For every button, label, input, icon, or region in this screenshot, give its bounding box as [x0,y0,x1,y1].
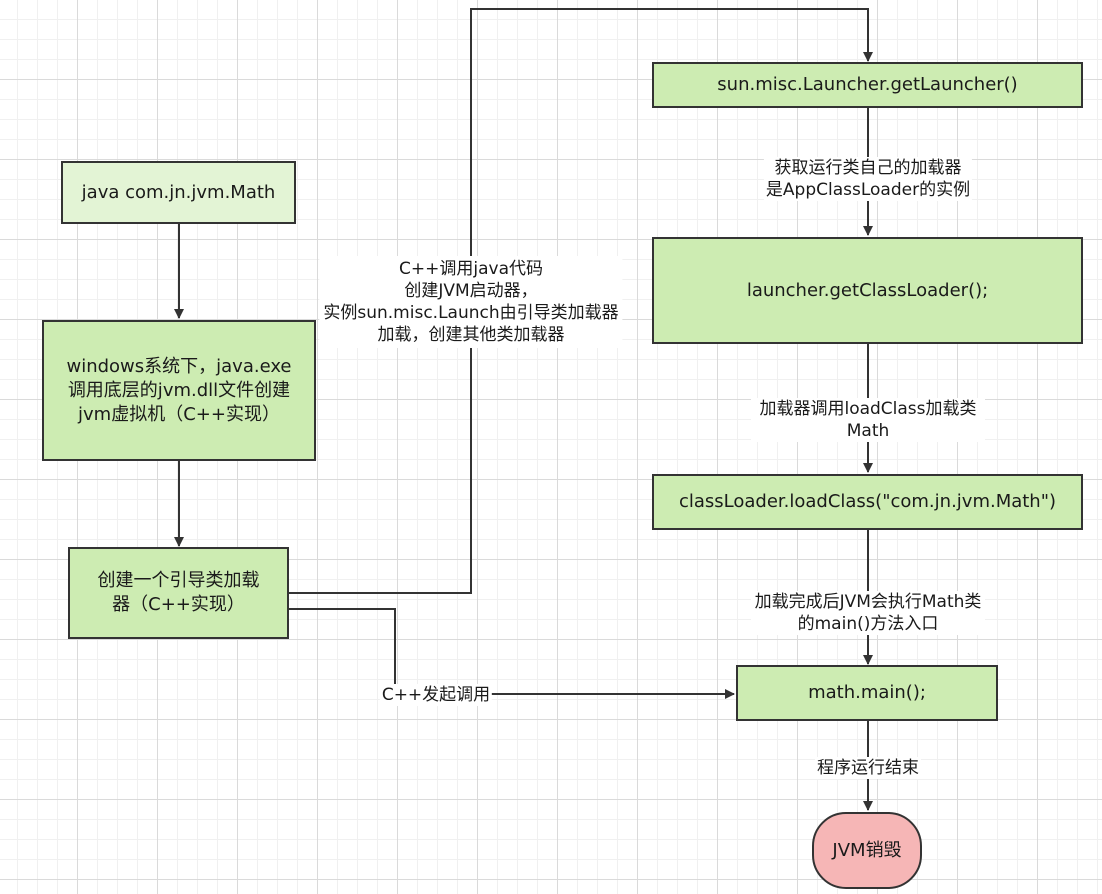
edge-label-cpp-invoke: C++发起调用 [379,684,493,706]
get-launcher-node: sun.misc.Launcher.getLauncher() [652,62,1083,108]
edge-bootstrap-to-main [289,608,735,699]
start-node: java com.jn.jvm.Math [61,161,296,224]
create-vm-node-label: windows系统下，java.exe 调用底层的jvm.dll文件创建 jvm… [66,355,292,425]
math-main-node-label: math.main(); [808,682,926,703]
edge-label-get-app-loader: 获取运行类自己的加载器 是AppClassLoader的实例 [763,157,973,201]
bootstrap-loader-node-label: 创建一个引导类加载 器（C++实现） [97,570,260,615]
get-launcher-node-label: sun.misc.Launcher.getLauncher() [717,74,1018,95]
edge-label-cpp-call-java: C++调用java代码 创建JVM启动器， 实例sun.misc.Launch由… [319,256,623,348]
edge-label-exec-main: 加载完成后JVM会执行Math类的main()方法入口 [751,591,985,635]
edge-bootstrap-to-launcher [289,8,873,594]
get-classloader-node-label: launcher.getClassLoader(); [746,279,989,301]
get-classloader-node: launcher.getClassLoader(); [652,237,1083,344]
bootstrap-loader-node: 创建一个引导类加载 器（C++实现） [68,547,289,639]
jvm-destroy-node: JVM销毁 [812,812,922,889]
math-main-node: math.main(); [736,665,998,721]
edge-label-load-math: 加载器调用loadClass加载类Math [751,398,985,442]
jvm-destroy-node-label: JVM销毁 [832,839,902,861]
edge-label-program-end: 程序运行结束 [815,757,921,779]
load-class-node-label: classLoader.loadClass("com.jn.jvm.Math") [678,491,1057,512]
create-vm-node: windows系统下，java.exe 调用底层的jvm.dll文件创建 jvm… [42,320,316,461]
load-class-node: classLoader.loadClass("com.jn.jvm.Math") [652,474,1083,530]
start-node-label: java com.jn.jvm.Math [81,181,276,203]
